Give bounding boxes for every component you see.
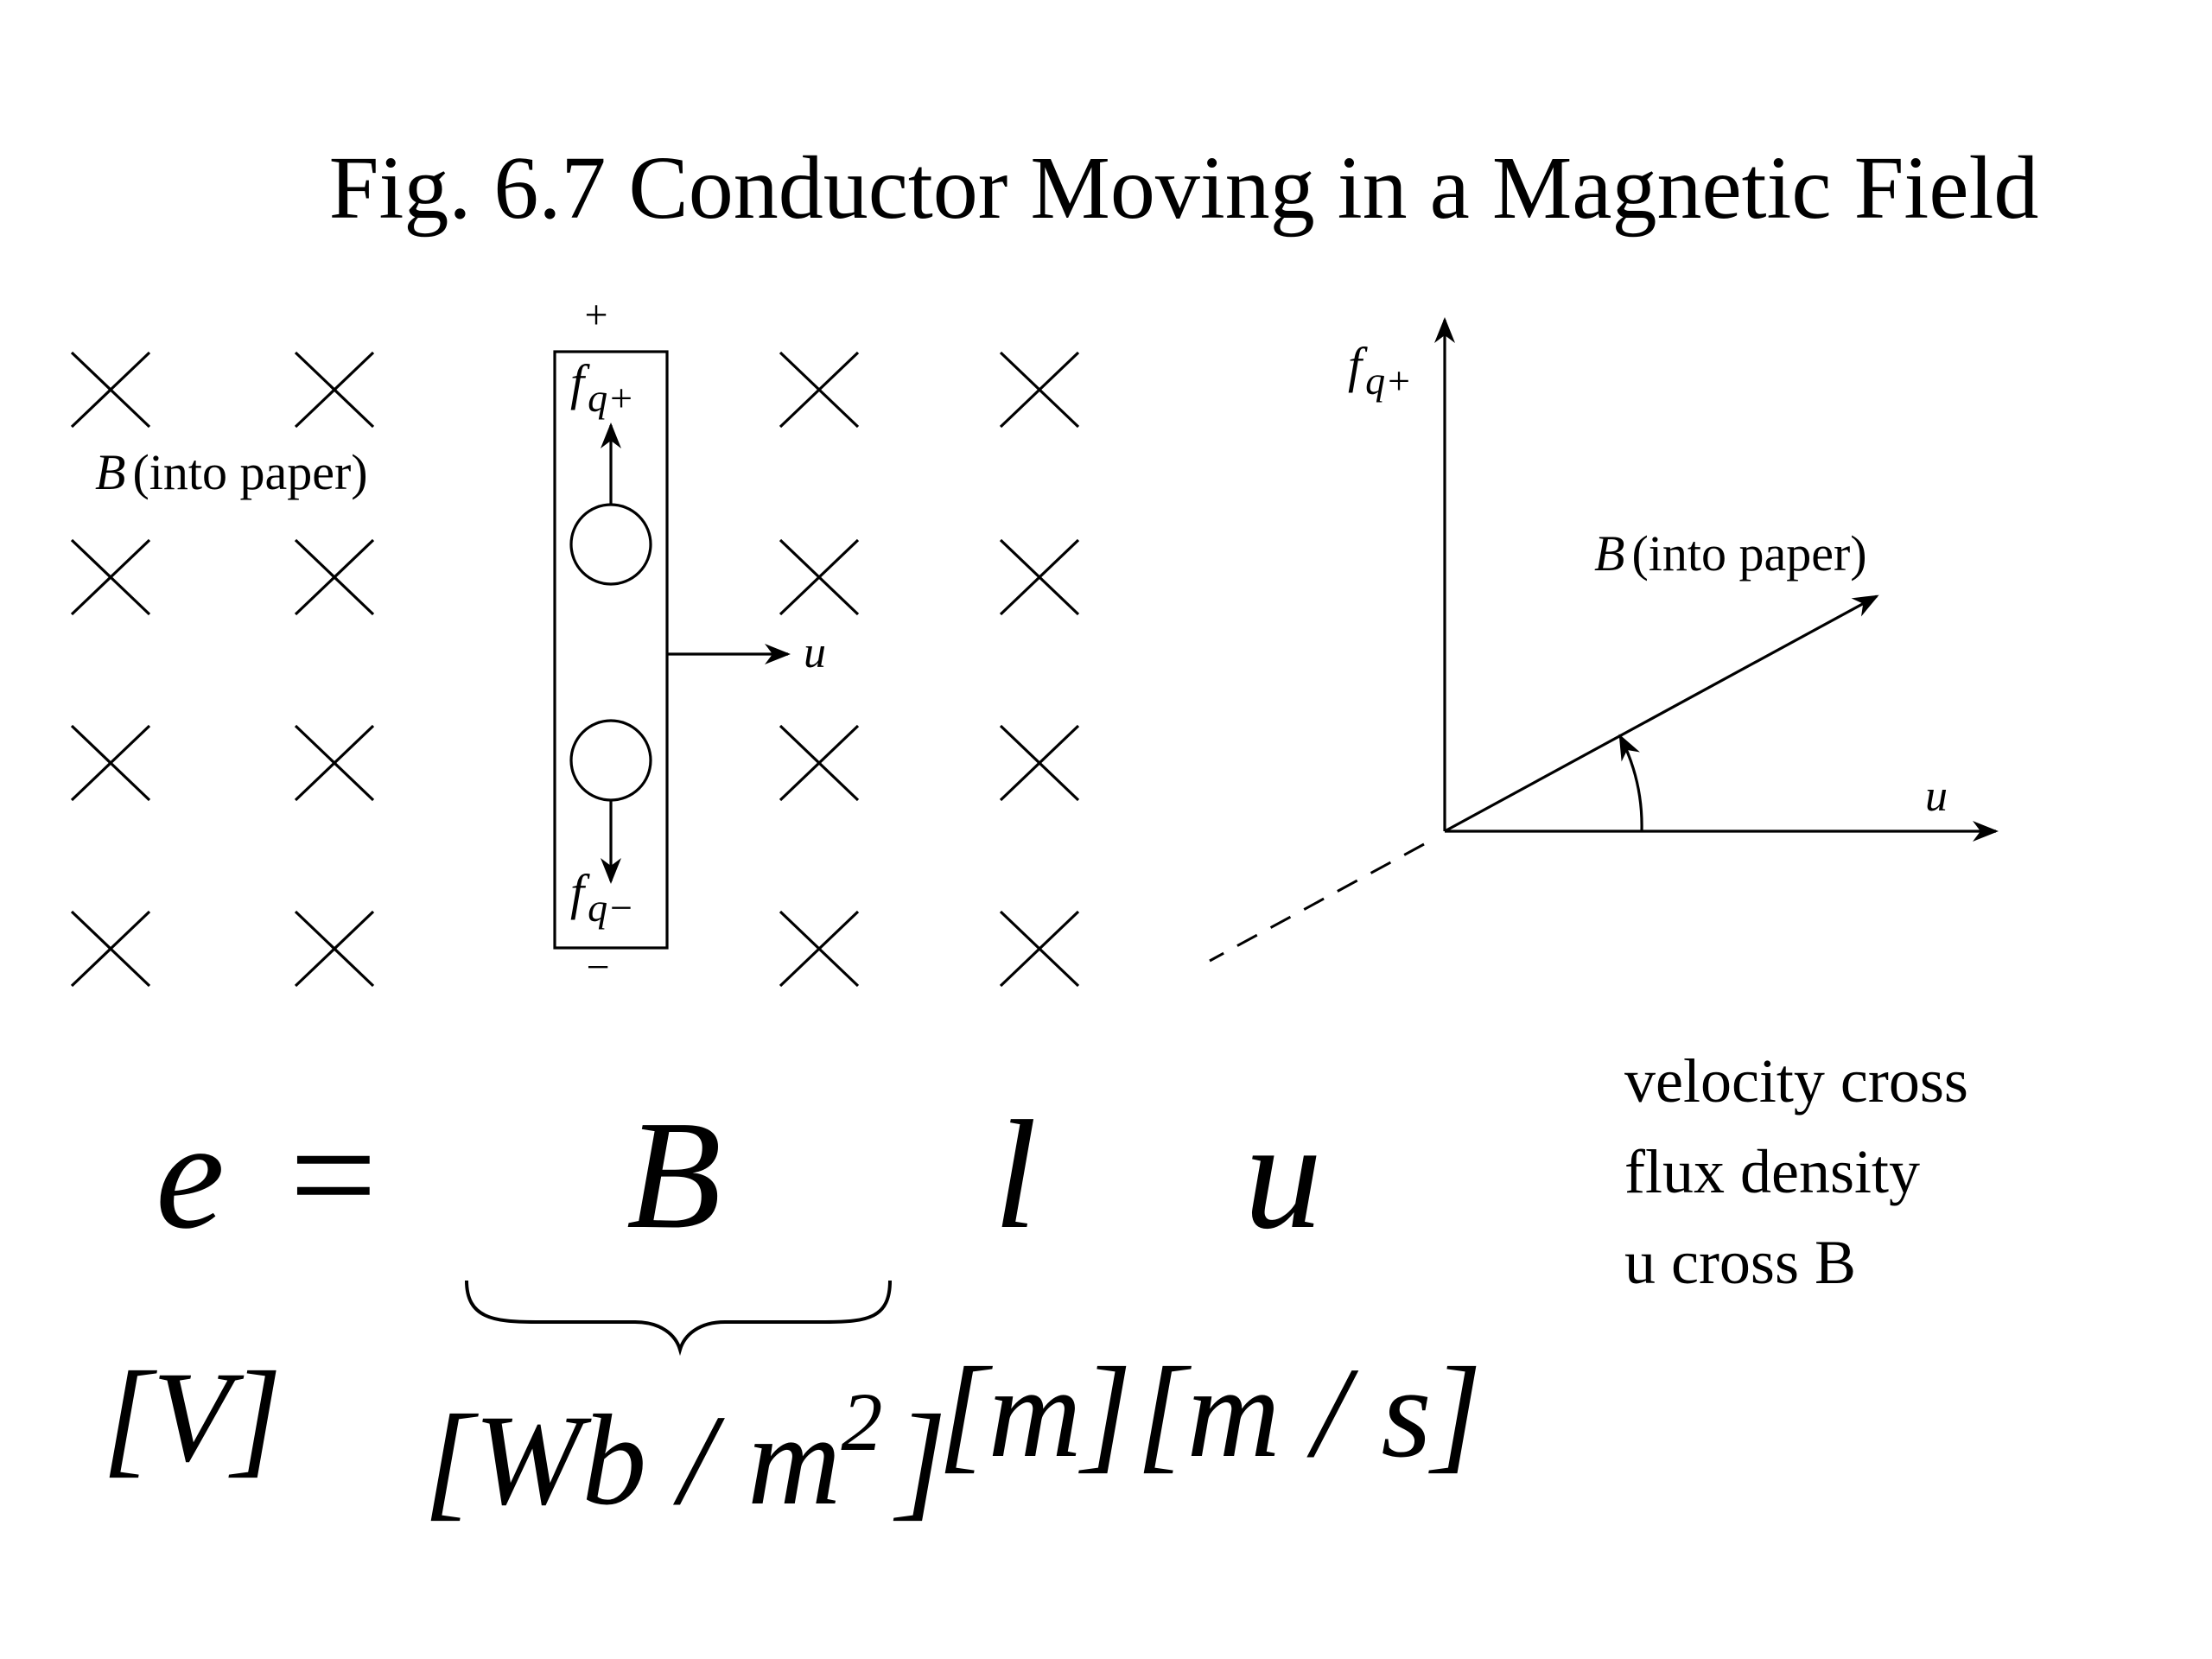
unit-volt: [V] xyxy=(102,1345,282,1489)
angle-arc xyxy=(1618,734,1643,832)
field-cross-icon xyxy=(999,910,1080,988)
field-cross-icon xyxy=(294,538,375,616)
emf-equation: e = B l u xyxy=(156,1089,1322,1261)
equation-emf: e xyxy=(156,1089,225,1261)
field-cross-icon xyxy=(294,724,375,802)
left-velocity-label: u xyxy=(804,628,826,677)
force-top-label: fq+ xyxy=(570,354,634,420)
equation-flux-density: B xyxy=(626,1089,721,1261)
field-cross-icon xyxy=(70,724,151,802)
unit-flux-exponent: 2 xyxy=(841,1376,882,1468)
field-cross-icon xyxy=(779,351,860,429)
note-line: u cross B xyxy=(1624,1228,1856,1297)
field-cross-icon xyxy=(779,910,860,988)
right-velocity-label: u xyxy=(1925,772,1948,821)
field-cross-icon xyxy=(779,538,860,616)
field-crosses xyxy=(70,351,1080,988)
right-force-sub: q+ xyxy=(1365,359,1412,403)
unit-speed: [m / s] xyxy=(1136,1341,1482,1484)
unit-meter: [m] xyxy=(938,1341,1132,1484)
figure-title: Fig. 6.7 Conductor Moving in a Magnetic … xyxy=(329,138,2039,238)
positive-charge xyxy=(569,503,652,586)
field-cross-icon xyxy=(294,910,375,988)
left-field-text: (into paper) xyxy=(132,444,367,500)
field-cross-icon xyxy=(999,351,1080,429)
minus-sign: − xyxy=(586,944,609,990)
cross-product-note: velocity cross flux density u cross B xyxy=(1624,1046,1968,1297)
field-cross-icon xyxy=(999,724,1080,802)
note-line: flux density xyxy=(1624,1137,1920,1206)
equation-units: [V] [Wb / m2] [m] [m / s] xyxy=(102,1341,1482,1532)
equation-velocity: u xyxy=(1244,1089,1322,1261)
right-force-label: fq+ xyxy=(1348,337,1412,403)
plus-sign: + xyxy=(584,292,607,338)
left-field-symbol: B xyxy=(95,444,125,500)
field-cross-icon xyxy=(294,351,375,429)
field-cross-icon xyxy=(999,538,1080,616)
field-cross-icon xyxy=(70,351,151,429)
force-bottom-label: fq− xyxy=(570,864,634,930)
right-field-label: B(into paper) xyxy=(1594,525,1867,582)
force-top-sub: q+ xyxy=(588,376,634,420)
unit-flux-density: [Wb / m2] xyxy=(423,1376,947,1532)
negative-charge xyxy=(569,719,652,802)
conductor-bar xyxy=(553,350,669,950)
unit-flux-close: ] xyxy=(893,1389,946,1532)
note-line: velocity cross xyxy=(1624,1046,1968,1116)
right-field-symbol: B xyxy=(1594,525,1624,582)
unit-flux-open: [Wb / m xyxy=(423,1389,841,1532)
equation-equals: = xyxy=(289,1089,378,1261)
field-cross-icon xyxy=(779,724,860,802)
right-field-text: (into paper) xyxy=(1631,525,1866,582)
underbrace xyxy=(465,1280,892,1357)
field-vector-extension xyxy=(1209,842,1425,963)
left-field-label: B(into paper) xyxy=(95,444,368,500)
equation-length: l xyxy=(994,1089,1037,1261)
field-vector xyxy=(1444,594,1879,833)
field-cross-icon xyxy=(70,538,151,616)
force-bottom-sub: q− xyxy=(588,886,634,930)
field-cross-icon xyxy=(70,910,151,988)
